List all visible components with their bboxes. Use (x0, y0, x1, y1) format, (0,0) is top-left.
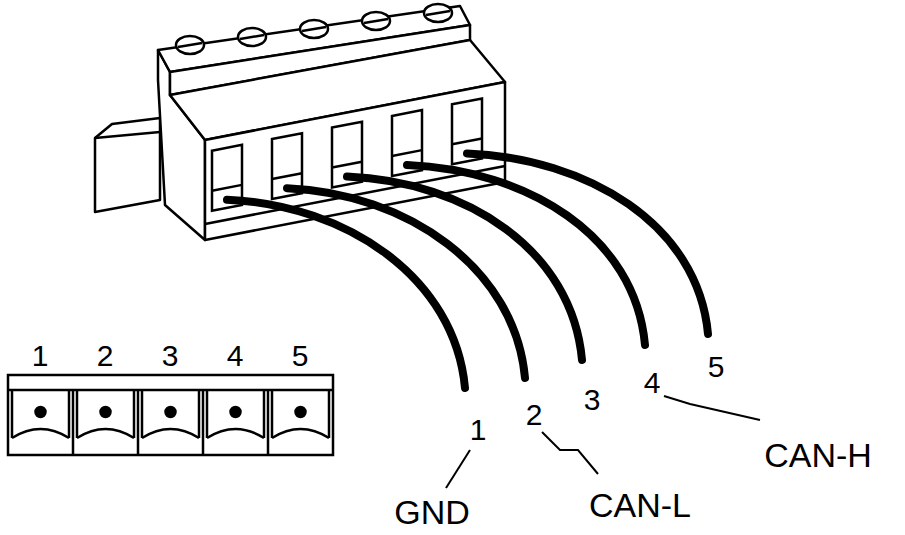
plug-front-view (8, 375, 333, 455)
wire-number: 5 (708, 352, 725, 382)
screw-heads (176, 4, 452, 54)
signal-name: GND (394, 495, 470, 529)
front-face (205, 82, 505, 240)
mounting-flange (95, 118, 160, 212)
leader-line (542, 432, 598, 474)
pin-number: 1 (32, 341, 49, 371)
leader-line (446, 450, 470, 488)
wire (467, 153, 708, 334)
wires (227, 153, 708, 388)
pin-cell (203, 390, 264, 455)
screw-head (424, 4, 452, 22)
pin-cell (138, 390, 199, 455)
pin-number: 4 (227, 341, 244, 371)
wire-number: 1 (470, 415, 487, 445)
signal-name: CAN-H (764, 438, 872, 472)
pin-cell (268, 390, 329, 455)
screw-head (176, 36, 204, 54)
pin-cell (8, 390, 69, 455)
pin-number: 5 (292, 341, 309, 371)
screw-head (238, 28, 266, 46)
pin-cell (73, 390, 134, 455)
signal-name: CAN-L (589, 488, 691, 522)
pin-number: 3 (162, 341, 179, 371)
screw-head (300, 20, 328, 38)
pin-cells (8, 390, 329, 455)
leader-line (664, 396, 760, 420)
pin-number: 2 (97, 341, 114, 371)
wire-number: 2 (526, 400, 543, 430)
flange-edge (95, 132, 160, 138)
wire-number: 4 (644, 368, 661, 398)
wire-number: 3 (584, 385, 601, 415)
screw-head (362, 12, 390, 30)
